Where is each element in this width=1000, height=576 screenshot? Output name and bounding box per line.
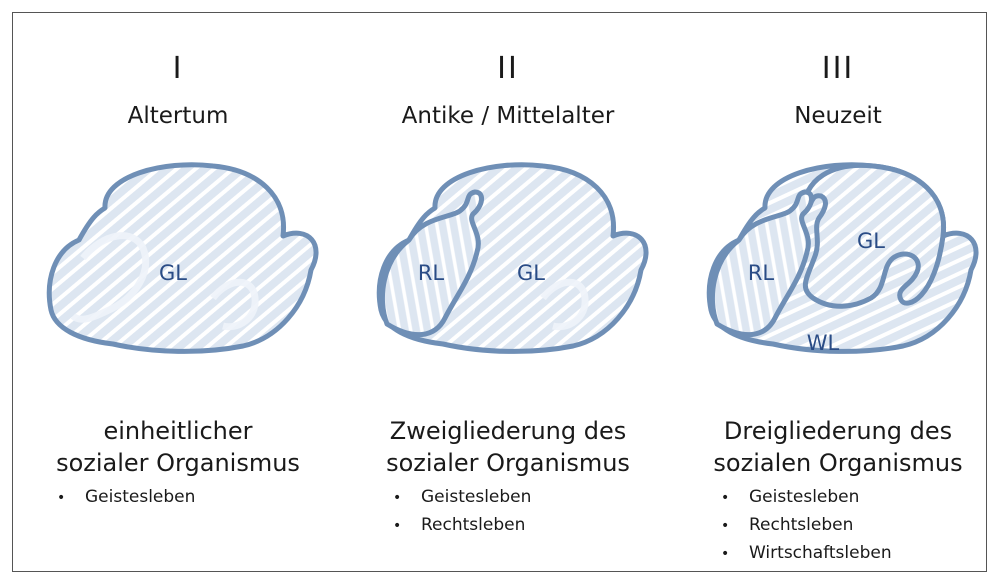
- list-item: •Geistesleben: [393, 483, 531, 511]
- region-label-gl: GL: [857, 229, 885, 253]
- stage-item-list: •Geistesleben: [57, 483, 195, 511]
- description-line-2: sozialer Organismus: [343, 447, 673, 479]
- description-line-1: Dreigliederung des: [673, 415, 1000, 447]
- region-label-rl: RL: [748, 261, 775, 285]
- stage-numeral: III: [673, 51, 1000, 86]
- diagram-frame: I Altertum GL einheitlicher sozialer Org…: [12, 12, 987, 572]
- stage-item-list: •Geistesleben •Rechtsleben: [393, 483, 531, 539]
- stage-column-1: I Altertum GL einheitlicher sozialer Org…: [13, 13, 343, 573]
- list-item-label: Geistesleben: [749, 487, 859, 507]
- list-item: •Rechtsleben: [721, 511, 892, 539]
- description-line-2: sozialer Organismus: [13, 447, 343, 479]
- list-item-label: Geistesleben: [85, 487, 195, 507]
- bullet-icon: •: [393, 484, 421, 512]
- stage-era: Neuzeit: [673, 103, 1000, 129]
- stage-description: Zweigliederung des sozialer Organismus: [343, 415, 673, 479]
- description-line-1: Zweigliederung des: [343, 415, 673, 447]
- list-item: •Rechtsleben: [393, 511, 531, 539]
- region-label-rl: RL: [418, 261, 445, 285]
- list-item: •Geistesleben: [57, 483, 195, 511]
- bullet-icon: •: [721, 484, 749, 512]
- stage-description: einheitlicher sozialer Organismus: [13, 415, 343, 479]
- organism-blob-1: GL: [43, 148, 323, 388]
- region-label-gl: GL: [517, 261, 545, 285]
- list-item-label: Rechtsleben: [421, 515, 525, 535]
- stage-item-list: •Geistesleben •Rechtsleben •Wirtschaftsl…: [721, 483, 892, 567]
- organism-blob-2: RL GL: [373, 148, 653, 388]
- region-label-gl: GL: [159, 261, 187, 285]
- bullet-icon: •: [721, 512, 749, 540]
- stage-column-3: III Neuzeit RL GL WL Dreigliederung des …: [673, 13, 1000, 573]
- bullet-icon: •: [721, 540, 749, 568]
- stage-numeral: II: [343, 51, 673, 86]
- list-item-label: Geistesleben: [421, 487, 531, 507]
- list-item: •Geistesleben: [721, 483, 892, 511]
- organism-blob-3: RL GL WL: [703, 148, 983, 388]
- list-item-label: Wirtschaftsleben: [749, 543, 892, 563]
- stage-era: Altertum: [13, 103, 343, 129]
- bullet-icon: •: [393, 512, 421, 540]
- description-line-1: einheitlicher: [13, 415, 343, 447]
- region-label-wl: WL: [807, 331, 840, 355]
- list-item-label: Rechtsleben: [749, 515, 853, 535]
- description-line-2: sozialen Organismus: [673, 447, 1000, 479]
- stage-column-2: II Antike / Mittelalter RL GL Zweigliede…: [343, 13, 673, 573]
- list-item: •Wirtschaftsleben: [721, 539, 892, 567]
- stage-era: Antike / Mittelalter: [343, 103, 673, 129]
- bullet-icon: •: [57, 484, 85, 512]
- stage-description: Dreigliederung des sozialen Organismus: [673, 415, 1000, 479]
- stage-numeral: I: [13, 51, 343, 86]
